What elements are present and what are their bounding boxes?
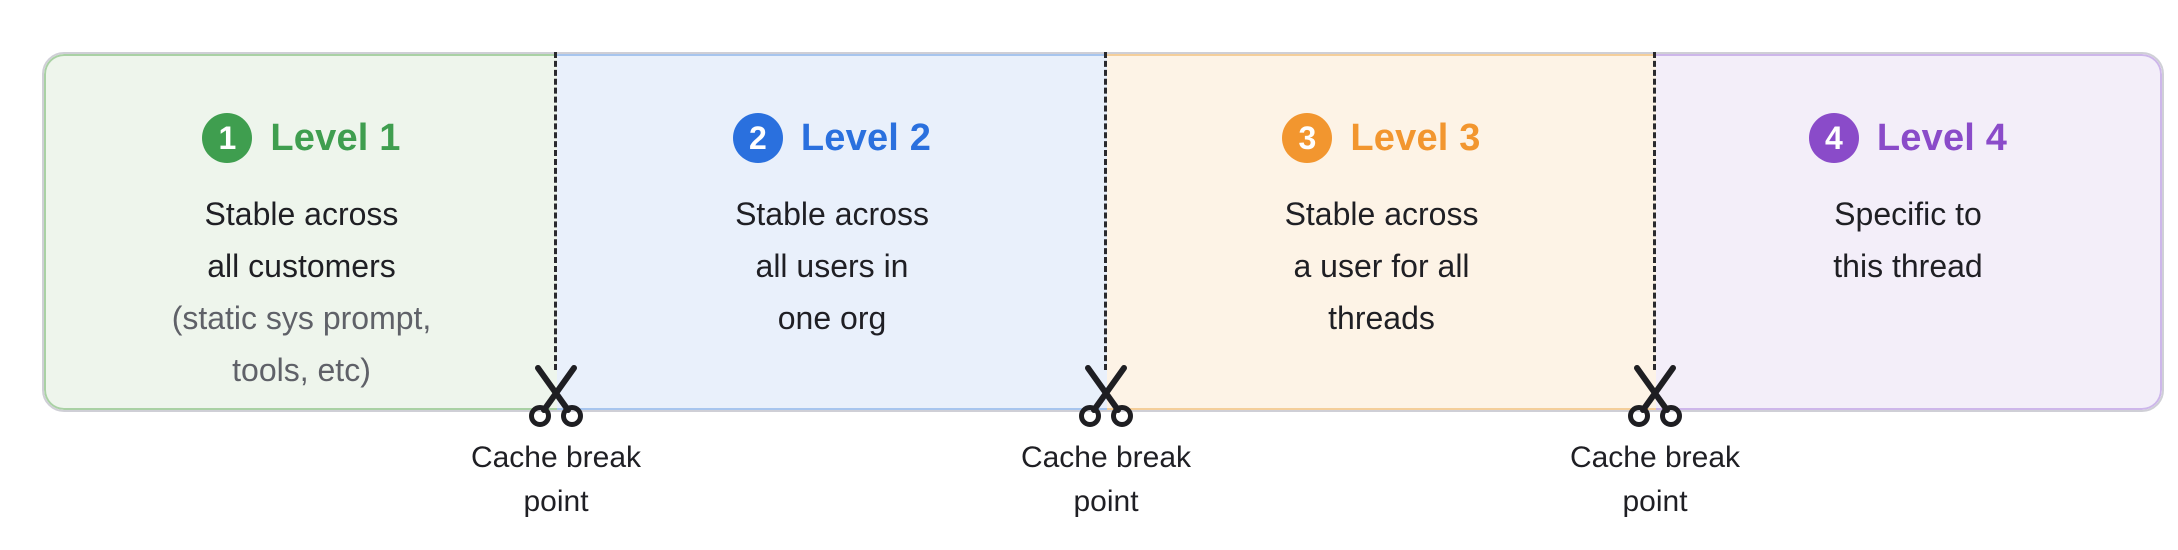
scissors-icon (529, 365, 583, 427)
level-3-badge: 3 (1282, 113, 1333, 163)
level-1-note: (static sys prompt, (171, 300, 432, 336)
level-2-title: Level 2 (800, 116, 932, 159)
level-1-heading: 1 Level 1 (202, 112, 400, 164)
level-3-title: Level 3 (1350, 116, 1481, 159)
level-4-title: Level 4 (1876, 116, 2008, 159)
level-3-line: Stable across (1284, 196, 1479, 232)
scissors-icon (1079, 365, 1133, 427)
cache-break-divider-2 (1104, 52, 1107, 370)
cache-levels-diagram: 1 Level 1 Stable across all customers (s… (42, 52, 2164, 427)
level-4-badge: 4 (1808, 113, 1859, 163)
level-1-line: Stable across (204, 196, 399, 232)
level-2-panel: 2 Level 2 Stable across all users in one… (557, 54, 1107, 410)
level-3-heading: 3 Level 3 (1282, 112, 1480, 164)
level-2-line: all users in (755, 248, 909, 284)
level-2-line: Stable across (735, 196, 929, 232)
level-4-description: Specific to this thread (1833, 188, 1982, 292)
level-2-badge: 2 (732, 113, 783, 163)
level-1-title: Level 1 (270, 116, 401, 159)
level-4-line: this thread (1833, 248, 1983, 284)
scissors-icon (1628, 365, 1682, 427)
level-1-panel: 1 Level 1 Stable across all customers (s… (44, 54, 557, 410)
cache-break-divider-1 (554, 52, 557, 370)
cache-break-label-line: point (1073, 485, 1139, 518)
level-4-line: Specific to (1834, 196, 1982, 232)
cache-break-label-line: point (1622, 485, 1688, 518)
cache-break-label-line: Cache break (1020, 441, 1192, 474)
level-3-line: a user for all (1293, 248, 1470, 284)
cache-break-label-line: point (523, 485, 589, 518)
cache-break-divider-3 (1653, 52, 1656, 370)
level-3-panel: 3 Level 3 Stable across a user for all t… (1107, 54, 1656, 410)
level-3-line: threads (1328, 300, 1435, 336)
level-4-heading: 4 Level 4 (1808, 112, 2008, 164)
level-1-description: Stable across all customers (static sys … (172, 188, 432, 396)
level-4-panel: 4 Level 4 Specific to this thread (1656, 54, 2162, 410)
cache-break-label-line: Cache break (1569, 441, 1741, 474)
level-1-line: all customers (207, 248, 396, 284)
level-2-description: Stable across all users in one org (735, 188, 929, 344)
level-2-heading: 2 Level 2 (732, 112, 932, 164)
level-1-badge: 1 (202, 113, 253, 163)
cache-break-label-3: Cache break point (1545, 436, 1765, 524)
cache-break-label-2: Cache break point (996, 436, 1216, 524)
level-2-line: one org (777, 300, 887, 336)
cache-break-label-1: Cache break point (446, 436, 666, 524)
levels-container: 1 Level 1 Stable across all customers (s… (42, 52, 2164, 412)
level-3-description: Stable across a user for all threads (1285, 188, 1479, 344)
level-1-note: tools, etc) (232, 352, 371, 388)
cache-break-label-line: Cache break (470, 441, 642, 474)
